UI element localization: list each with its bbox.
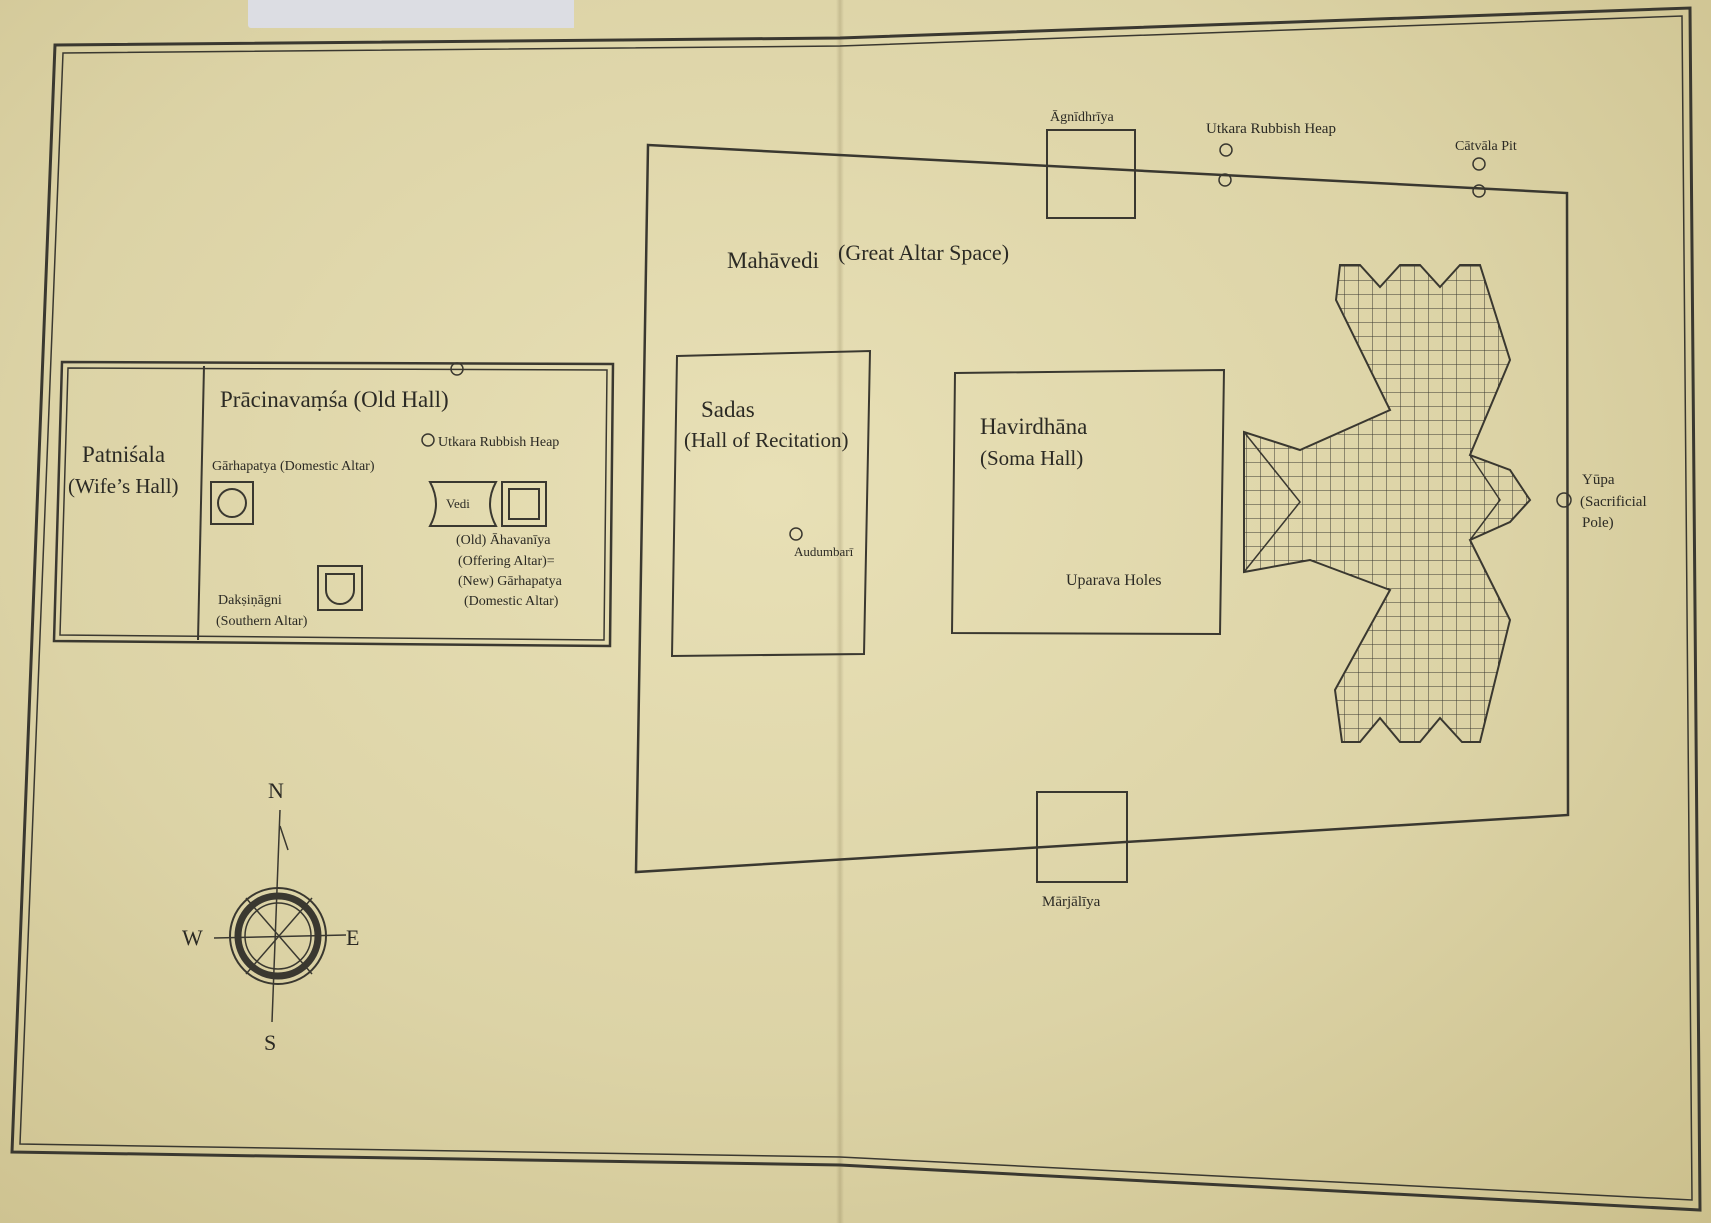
- mahavedi-label: Mahāvedi: [727, 248, 819, 273]
- agnidhriya-label: Āgnīdhrīya: [1050, 109, 1115, 125]
- ahavaniya-altar-outer: [501, 481, 547, 527]
- audumbari-label: Audumbarī: [794, 544, 854, 559]
- daksinagni-sublabel: (Southern Altar): [216, 614, 308, 629]
- utkara-left-label: Utkara Rubbish Heap: [438, 435, 559, 450]
- yupa-label-line3: Pole): [1582, 515, 1614, 531]
- yupa-label-line1: Yūpa: [1582, 472, 1615, 488]
- old-hall-inner-box: [59, 367, 608, 641]
- compass-diag-2: [245, 897, 313, 975]
- ahavaniya-label-line1: (Old) Āhavanīya: [456, 532, 551, 548]
- old-hall-outer-box: [52, 360, 615, 648]
- daksinagni-altar-halfmoon: [325, 573, 355, 605]
- inner-frame: [19, 15, 1693, 1201]
- mahavedi-outline: [634, 143, 1570, 874]
- yupa-marker: [1556, 492, 1572, 508]
- compass-rose: N S E W: [182, 778, 359, 1055]
- marjaliya-box: [1036, 791, 1128, 883]
- agnidhriya-box: [1046, 129, 1136, 219]
- garhapatya-label: Gārhapatya (Domestic Altar): [212, 459, 375, 474]
- catvala-label: Cātvāla Pit: [1455, 139, 1517, 154]
- daksinagni-label: Dakṣiṇāgni: [218, 593, 282, 608]
- vedi-label: Vedi: [446, 496, 470, 511]
- garhapatya-altar-square: [210, 481, 254, 525]
- catvala-marker-lower: [1472, 184, 1486, 198]
- sadas-hall-box: [670, 349, 872, 658]
- outer-frame: [10, 6, 1702, 1212]
- compass-north-tick: [279, 825, 289, 851]
- compass-inner-ring: [244, 902, 312, 970]
- havirdhana-label: Havirdhāna: [980, 414, 1087, 439]
- sadas-label: Sadas: [701, 397, 755, 422]
- falcon-tail-lines: [1243, 431, 1301, 573]
- paper-tab: [248, 0, 574, 28]
- compass-east-label: E: [346, 925, 359, 950]
- patnisala-label: Patniśala: [82, 442, 165, 467]
- catvala-marker-upper: [1472, 157, 1486, 171]
- havirdhana-sublabel: (Soma Hall): [980, 446, 1083, 470]
- compass-thick-ring: [234, 892, 322, 980]
- falcon-head-lines: [1469, 454, 1501, 541]
- hall-door-marker: [450, 362, 464, 376]
- yupa-label-line2: (Sacrificial: [1580, 494, 1647, 510]
- marjaliya-label: Mārjālīya: [1042, 894, 1101, 910]
- havirdhana-hall-box: [950, 368, 1226, 636]
- utkara-left-marker: [421, 433, 435, 447]
- pracinavamsa-label: Prācinavaṃśa (Old Hall): [220, 387, 449, 412]
- utkara-right-label: Utkara Rubbish Heap: [1206, 121, 1336, 137]
- audumbari-marker: [789, 527, 803, 541]
- ahavaniya-label-line4: (Domestic Altar): [464, 594, 559, 609]
- compass-south-label: S: [264, 1030, 276, 1055]
- compass-ns-axis: [271, 809, 281, 1023]
- mahavedi-sublabel: (Great Altar Space): [838, 240, 1009, 265]
- page-fold: [836, 0, 844, 1223]
- ahavaniya-label-line2: (Offering Altar)=: [458, 554, 555, 569]
- vedi-altar-shape: [428, 481, 498, 527]
- utkara-right-marker-upper: [1219, 143, 1233, 157]
- patnisala-divider: [197, 365, 205, 641]
- compass-north-label: N: [268, 778, 284, 803]
- patnisala-sublabel: (Wife’s Hall): [68, 474, 179, 498]
- ahavaniya-altar-inner: [508, 488, 540, 520]
- garhapatya-altar-circle: [217, 488, 247, 518]
- compass-outer-ring: [229, 887, 327, 985]
- sadas-sublabel: (Hall of Recitation): [684, 428, 848, 452]
- falcon-altar: [1243, 264, 1532, 743]
- uparava-label: Uparava Holes: [1066, 572, 1162, 589]
- utkara-right-marker-lower: [1218, 173, 1232, 187]
- daksinagni-altar-square: [317, 565, 363, 611]
- ahavaniya-label-line3: (New) Gārhapatya: [458, 574, 563, 589]
- compass-west-label: W: [182, 925, 203, 950]
